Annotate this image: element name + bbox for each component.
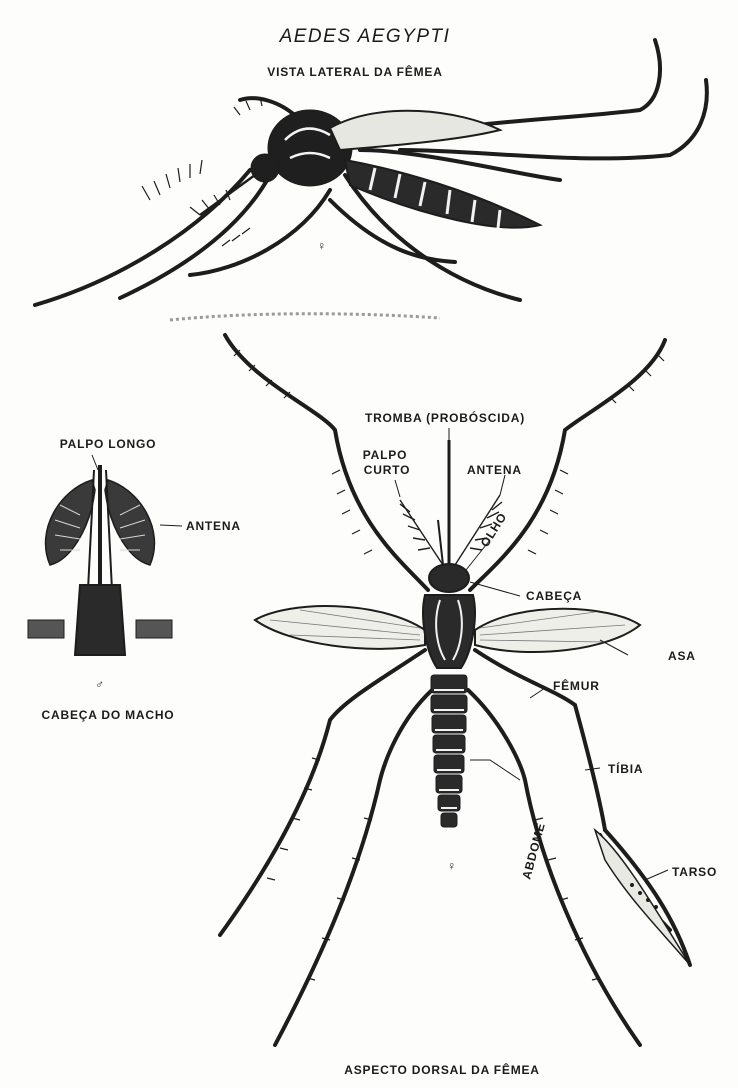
tarso-label: TARSO	[672, 865, 717, 879]
male-antenna-left	[46, 480, 95, 565]
lateral-head	[251, 154, 279, 182]
dorsal-abdomen	[431, 675, 467, 827]
dorsal-wing-left	[255, 606, 425, 649]
dorsal-middle-legs	[220, 650, 605, 935]
femur-label: FÊMUR	[553, 678, 600, 693]
dorsal-female-symbol: ♀	[447, 859, 457, 873]
lateral-wing	[330, 111, 500, 150]
dorsal-view-caption: ASPECTO DORSAL DA FÊMEA	[344, 1062, 540, 1077]
male-head-figure	[28, 465, 172, 655]
asa-label: ASA	[668, 649, 696, 663]
tromba-label: TROMBA (PROBÓSCIDA)	[365, 410, 525, 425]
male-head-capsule	[75, 585, 125, 655]
lateral-shadow	[170, 314, 440, 320]
male-antenna-right	[105, 480, 154, 565]
male-head-caption: CABEÇA DO MACHO	[42, 708, 175, 722]
palpo-longo-label: PALPO LONGO	[60, 437, 157, 451]
dorsal-view-mosquito	[220, 335, 690, 1045]
dorsal-front-legs	[225, 335, 665, 590]
dorsal-thorax	[423, 595, 475, 668]
dorsal-wing-right	[475, 609, 640, 652]
lateral-view-caption: VISTA LATERAL DA FÊMEA	[267, 64, 442, 79]
diagram-title: AEDES AEGYPTI	[279, 26, 451, 47]
olho-label: OLHO	[478, 510, 510, 550]
dorsal-head	[429, 564, 469, 592]
male-symbol: ♂	[95, 677, 105, 691]
dorsal-tarsus-detail	[595, 830, 690, 965]
tibia-label: TÍBIA	[608, 761, 643, 776]
lateral-leg-hairs	[142, 97, 262, 246]
palpo-curto-label-line1: PALPO	[363, 448, 407, 462]
palpo-curto-label-line2: CURTO	[364, 463, 410, 477]
lateral-view-mosquito	[35, 40, 707, 320]
lateral-female-symbol: ♀	[317, 239, 327, 253]
dorsal-antena-label: ANTENA	[467, 463, 522, 477]
male-antena-label: ANTENA	[186, 519, 241, 533]
cabeca-label: CABEÇA	[526, 589, 582, 603]
